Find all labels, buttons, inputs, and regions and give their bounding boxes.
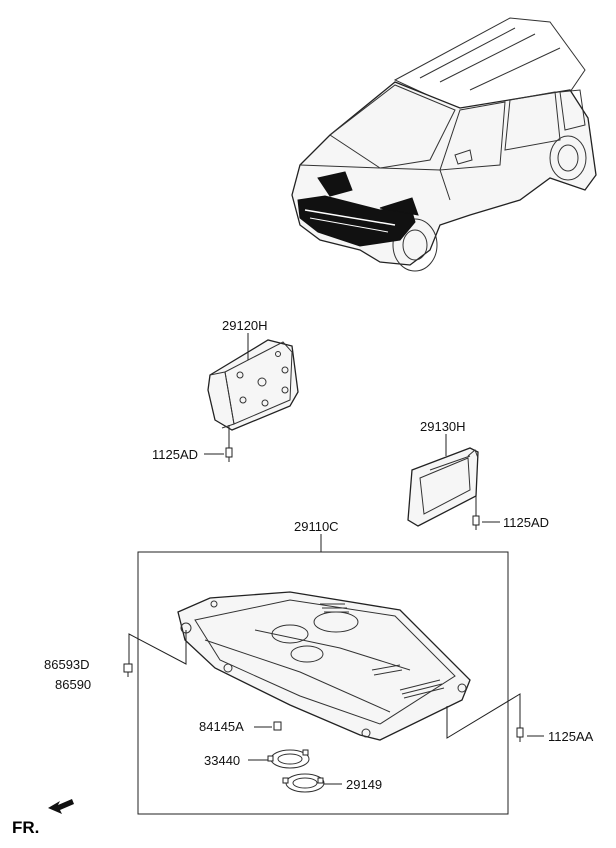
callout-33440: 33440 bbox=[204, 753, 240, 768]
vehicle-illustration bbox=[291, 17, 597, 272]
bolt-1125AD-left bbox=[225, 447, 233, 462]
callout-1125AD-left: 1125AD bbox=[152, 447, 198, 462]
assembly-29110C-box bbox=[137, 551, 509, 815]
callout-1125AA: 1125AA bbox=[548, 729, 594, 744]
part-29120H-illustration bbox=[207, 339, 299, 431]
clip-86593D bbox=[123, 663, 133, 677]
callout-29130H: 29130H bbox=[420, 419, 466, 434]
front-direction-label: FR. bbox=[12, 818, 39, 837]
callout-86593D: 86593D bbox=[44, 657, 90, 672]
part-29130H-illustration bbox=[407, 447, 479, 527]
callout-29120H: 29120H bbox=[222, 318, 268, 333]
bolt-1125AD-right bbox=[472, 515, 480, 530]
front-arrow-icon bbox=[48, 799, 74, 814]
callout-29110C: 29110C bbox=[294, 519, 339, 534]
bolt-1125AA bbox=[516, 727, 524, 742]
grommet-33440 bbox=[267, 749, 310, 769]
callout-29149: 29149 bbox=[346, 777, 382, 792]
part-29110C-illustration bbox=[177, 591, 471, 741]
callout-86590: 86590 bbox=[55, 677, 91, 692]
callout-1125AD-right: 1125AD bbox=[503, 515, 549, 530]
grommet-29149 bbox=[282, 773, 325, 793]
clip-84145A bbox=[273, 721, 282, 731]
callout-84145A: 84145A bbox=[199, 719, 244, 734]
